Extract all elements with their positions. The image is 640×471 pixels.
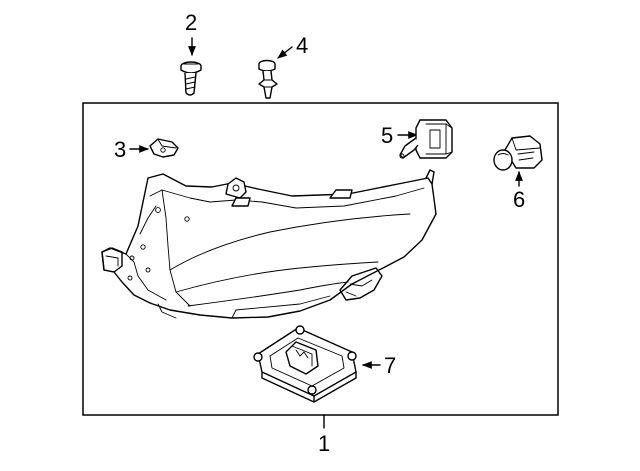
part-3-bracket[interactable] <box>129 138 179 158</box>
part-2-bolt[interactable] <box>180 37 202 96</box>
part-4-push-clip[interactable] <box>258 46 293 99</box>
callout-5: 5 <box>381 123 393 148</box>
callout-4: 4 <box>296 33 308 58</box>
part-6-bulb-socket[interactable] <box>493 135 543 187</box>
part-1-headlamp-housing[interactable] <box>101 169 437 319</box>
part-7-ballast-module[interactable] <box>253 325 381 403</box>
callout-1: 1 <box>318 431 330 456</box>
assembly-frame <box>82 102 559 416</box>
callout-7: 7 <box>384 353 396 378</box>
part-5-hid-bulb[interactable] <box>397 119 453 159</box>
callout-3: 3 <box>114 137 126 162</box>
callout-6: 6 <box>513 187 525 212</box>
callout-2: 2 <box>185 10 197 35</box>
